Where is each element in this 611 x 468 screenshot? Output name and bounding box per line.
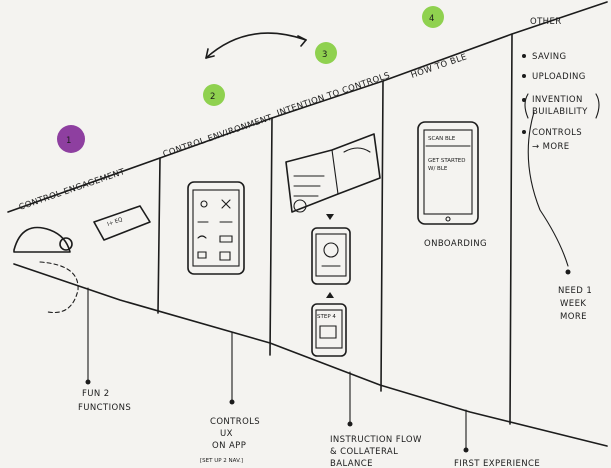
stage-4-title: HOW TO BLE — [410, 52, 469, 81]
down-arrow-icon — [326, 214, 334, 220]
get-started-label: GET STARTED — [428, 158, 466, 164]
other-list: SAVING UPLOADING INVENTION BUILABILITY C… — [522, 52, 600, 322]
other-item-invention: INVENTION — [532, 95, 583, 105]
stage-1-note-line-1: FUN 2 — [82, 389, 110, 399]
remote-box-sketch: I+ EQ — [93, 205, 151, 241]
divider-1 — [157, 157, 161, 314]
stage-2-number: 2 — [210, 92, 216, 102]
stage-3-note-line-1: INSTRUCTION FLOW — [330, 435, 422, 445]
stage-3-number: 3 — [322, 50, 328, 60]
divider-3 — [380, 80, 384, 392]
box-label: I+ EQ — [107, 217, 125, 228]
instruction-book-sketch — [285, 133, 381, 213]
other-item-uploading: UPLOADING — [532, 72, 586, 82]
step-phone-sketch: STEP 4 — [311, 303, 347, 357]
app-phone-sketch — [187, 181, 245, 275]
stage-2-note-line-4: [SET UP 2 NAV.] — [200, 458, 243, 464]
control-phone-sketch — [311, 227, 351, 285]
stage-1-note-line-2: FUNCTIONS — [78, 403, 131, 413]
up-arrow-icon — [326, 292, 334, 298]
stage-3-note-line-2: & COLLATERAL — [330, 447, 398, 457]
stage-4-number: 4 — [429, 14, 435, 24]
stage-1-number: 1 — [66, 136, 72, 146]
other-title: OTHER — [530, 17, 562, 27]
divider-2 — [269, 117, 273, 356]
stage-2-note-line-1: CONTROLS — [210, 417, 260, 427]
other-note-line-1: NEED 1 — [558, 286, 592, 296]
stage-4-note: FIRST EXPERIENCE — [454, 459, 540, 468]
robot-toy-sketch — [13, 226, 79, 314]
stage-2-title: CONTROL ENVIRONMENT — [162, 113, 274, 160]
other-note-line-3: MORE — [560, 312, 587, 322]
other-item-more: → MORE — [532, 142, 570, 152]
divider-4 — [509, 33, 513, 425]
top-perspective-line — [7, 1, 608, 213]
stage-2-note-line-3: ON APP — [212, 441, 246, 451]
other-item-controls: CONTROLS — [532, 128, 582, 138]
stage-2-note-line-2: UX — [220, 429, 233, 439]
with-ble-label: W/ BLE — [428, 166, 448, 172]
onboarding-label: ONBOARDING — [424, 239, 487, 249]
stage-3-number-circle — [315, 42, 337, 64]
stage-3-note-line-3: BALANCE — [330, 459, 373, 468]
other-item-builability: BUILABILITY — [532, 107, 588, 117]
stage-1-title: CONTROL ENGAGEMENT — [18, 167, 127, 213]
bottom-perspective-line — [13, 263, 608, 447]
stage-4-number-circle — [422, 6, 444, 28]
other-note-line-2: WEEK — [560, 299, 586, 309]
step-label: STEP 4 — [317, 314, 336, 320]
swap-arrow-icon — [205, 32, 307, 59]
onboarding-phone-sketch: SCAN BLE GET STARTED W/ BLE — [417, 121, 479, 225]
stage-3-title: INTENTION TO CONTROLS — [276, 71, 392, 119]
stage-2-number-circle — [203, 84, 225, 106]
stage-1-number-circle — [57, 125, 85, 153]
scan-ble-label: SCAN BLE — [428, 136, 456, 142]
other-item-saving: SAVING — [532, 52, 567, 62]
swap-arrowheads — [205, 35, 307, 59]
